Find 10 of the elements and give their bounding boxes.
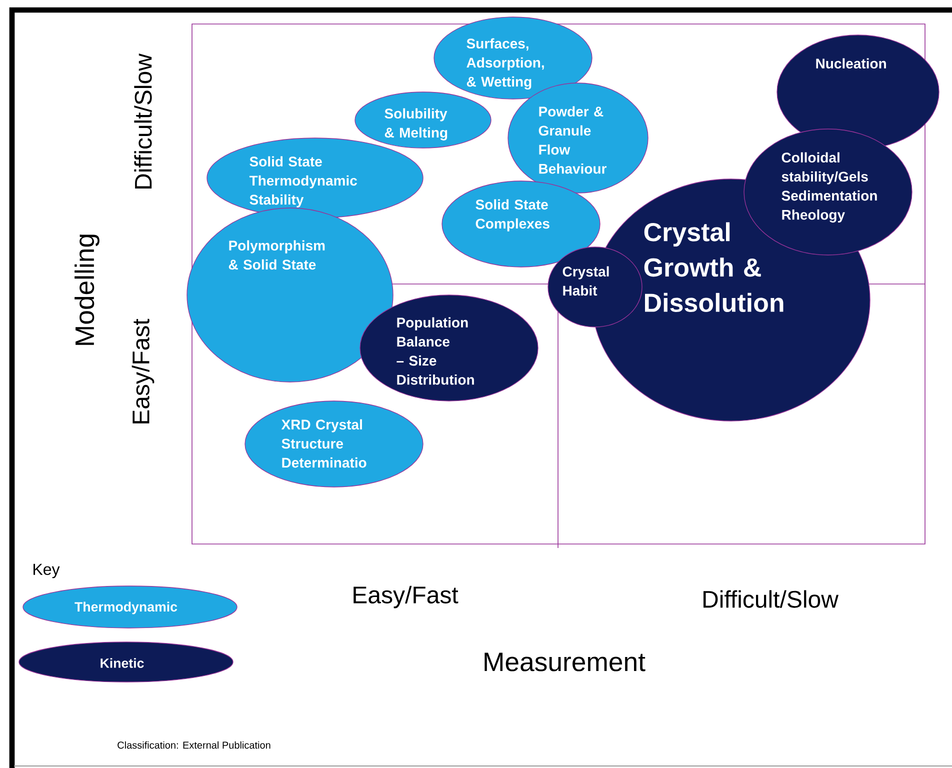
axis-label: Easy/Fast — [354, 586, 458, 608]
classification-note: Classification: External Publication — [118, 741, 270, 749]
legend-title: Key — [34, 564, 60, 578]
legend-label: Thermodynamic — [74, 602, 178, 614]
axis-label: Easy/Fast — [132, 318, 154, 424]
axis-label: Difficult/Slow — [134, 53, 152, 188]
axis-title: Measurement — [484, 652, 646, 672]
legend-label: Kinetic — [100, 658, 144, 668]
axis-title: Modelling — [74, 234, 100, 345]
axis-label: Difficult/Slow — [704, 590, 839, 608]
